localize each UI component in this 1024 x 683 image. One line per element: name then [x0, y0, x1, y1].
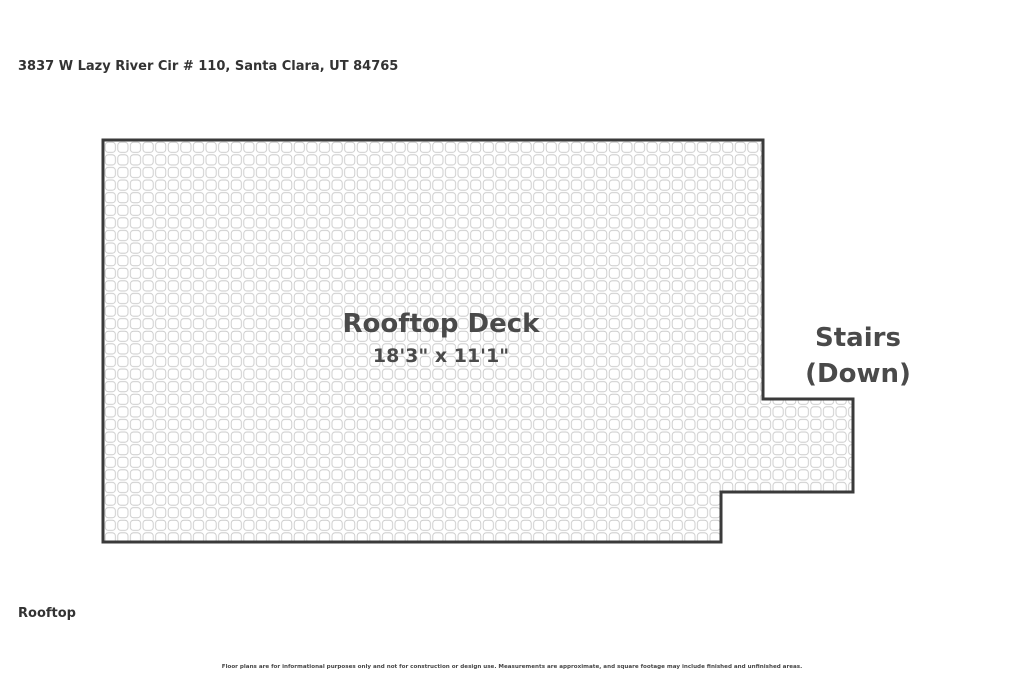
deck-floor-area — [101, 138, 855, 544]
property-address: 3837 W Lazy River Cir # 110, Santa Clara… — [18, 59, 399, 74]
room-name-rooftop-deck: Rooftop Deck — [343, 309, 541, 339]
stairs-direction-label: (Down) — [805, 359, 911, 389]
floor-name-label: Rooftop — [18, 606, 76, 621]
room-dimensions-rooftop-deck: 18'3" x 11'1" — [373, 345, 509, 367]
stairs-label: Stairs — [815, 323, 901, 353]
disclaimer-text: Floor plans are for informational purpos… — [221, 664, 803, 670]
